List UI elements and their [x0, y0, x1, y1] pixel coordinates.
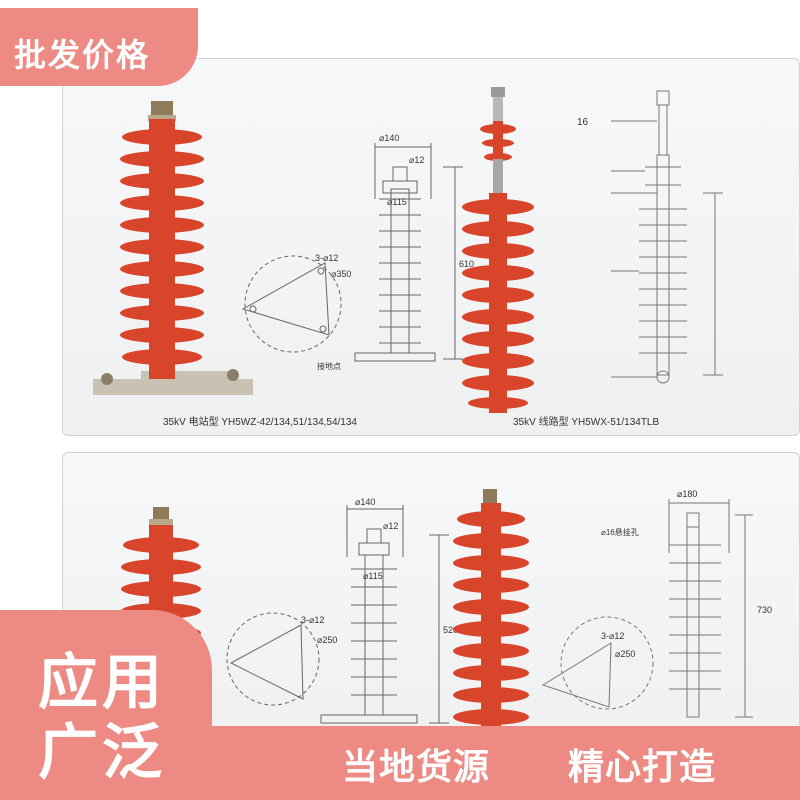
dim-label: ⌀350 [331, 269, 351, 279]
wide-application-badge: 应用 广泛 [0, 610, 212, 800]
station-arrester-photo [93, 101, 253, 395]
caption-left: 35kV 电站型 YH5WZ-42/134,51/134,54/134 [163, 415, 357, 428]
dim-label: ⌀250 [615, 649, 635, 659]
dim-label: ⌀250 [317, 635, 337, 645]
line-arrester-photo [462, 87, 534, 413]
dim-label: 接地点 [317, 361, 341, 371]
slogan-local-supply: 当地货源 [342, 747, 491, 788]
product-image-panel-top: ⌀140 ⌀12 ⌀115 3-⌀12 ⌀350 610 接地点 [62, 58, 800, 436]
dim-label: ⌀115 [387, 197, 407, 207]
dim-label: ⌀140 [355, 497, 375, 507]
caption-right: 35kV 线路型 YH5WX-51/134TLB [513, 415, 659, 428]
station-arrester-drawing [241, 143, 463, 362]
slogan-craftsmanship: 精心打造 [568, 747, 717, 788]
dim-label: ⌀115 [363, 571, 383, 581]
dim-label: ⌀16悬挂孔 [601, 527, 639, 537]
dim-label: 3-⌀12 [601, 631, 624, 641]
dim-label: ⌀140 [379, 133, 399, 143]
badge-line-1: 应用 [38, 648, 166, 718]
line-arrester-drawing-2 [541, 499, 753, 718]
dim-label: 520 [443, 625, 458, 635]
dim-label: ⌀12 [383, 521, 398, 531]
arrester-illustration-top: ⌀140 ⌀12 ⌀115 3-⌀12 ⌀350 610 接地点 [93, 87, 723, 428]
footer-slogan-bar: 当地货源 精心打造 [212, 726, 800, 800]
wholesale-price-badge: 批发价格 [0, 8, 198, 86]
dim-label: 16 [577, 117, 589, 128]
dim-label: 730 [757, 605, 772, 615]
dim-label: ⌀180 [677, 489, 697, 499]
badge-line-2: 广泛 [38, 718, 166, 788]
dim-label: 3-⌀12 [315, 253, 338, 263]
dim-label: 3-⌀12 [301, 615, 324, 625]
line-arrester-drawing [611, 90, 723, 384]
line-arrester-photo-2 [453, 489, 529, 753]
dim-label: 610 [459, 259, 474, 269]
dim-label: ⌀12 [409, 155, 424, 165]
station-arrester-drawing-2 [226, 505, 449, 724]
wholesale-price-label: 批发价格 [14, 36, 151, 74]
